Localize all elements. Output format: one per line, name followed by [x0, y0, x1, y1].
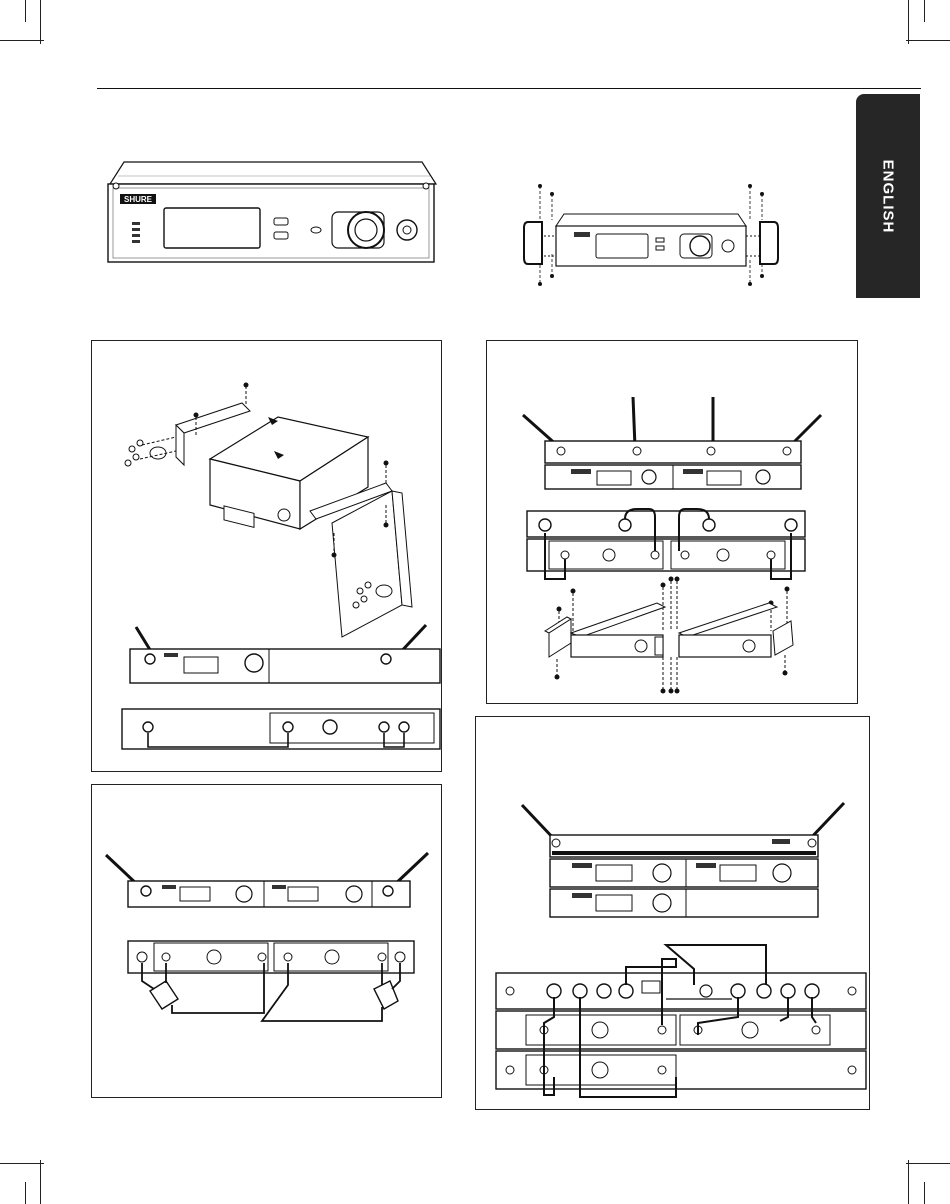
crop-mark-top-right-h: [906, 40, 950, 41]
panel-antenna-distribution-rack: [475, 716, 870, 1110]
half-rack-assembly-drawing: [92, 341, 441, 771]
figure-receiver-front: SHURE: [104, 156, 438, 266]
crop-mark-top-left-v: [40, 0, 41, 44]
panel-dual-receiver-splitter: [91, 784, 442, 1098]
receiver-front-drawing: SHURE: [104, 156, 438, 266]
crop-mark-bottom-left-v2: [25, 1182, 26, 1204]
dual-half-rack-drawing: [487, 341, 857, 703]
language-tab: ENGLISH: [856, 94, 920, 298]
language-tab-label: ENGLISH: [880, 159, 897, 233]
crop-mark-top-left-h: [0, 40, 44, 41]
crop-mark-top-right-v2: [924, 0, 925, 22]
crop-mark-bottom-left-v: [40, 1160, 41, 1204]
shure-logo-text: SHURE: [124, 195, 153, 204]
figure-receiver-rack-ears: [520, 180, 782, 290]
crop-mark-bottom-right-h: [906, 1163, 950, 1164]
dual-receiver-splitter-drawing: [92, 785, 441, 1097]
antenna-distribution-drawing: [476, 717, 869, 1109]
crop-mark-top-left-v2: [25, 0, 26, 22]
crop-mark-bottom-right-v2: [924, 1182, 925, 1204]
rack-ears-drawing: [520, 180, 782, 290]
crop-mark-bottom-right-v: [908, 1160, 909, 1204]
language-tab-label-wrap: ENGLISH: [856, 94, 920, 298]
crop-mark-bottom-left-h: [0, 1163, 44, 1164]
panel-dual-half-rack-mount: [486, 340, 858, 704]
header-rule: [97, 88, 921, 89]
panel-half-rack-single-mount: [91, 340, 442, 772]
crop-mark-top-right-v: [908, 0, 909, 44]
